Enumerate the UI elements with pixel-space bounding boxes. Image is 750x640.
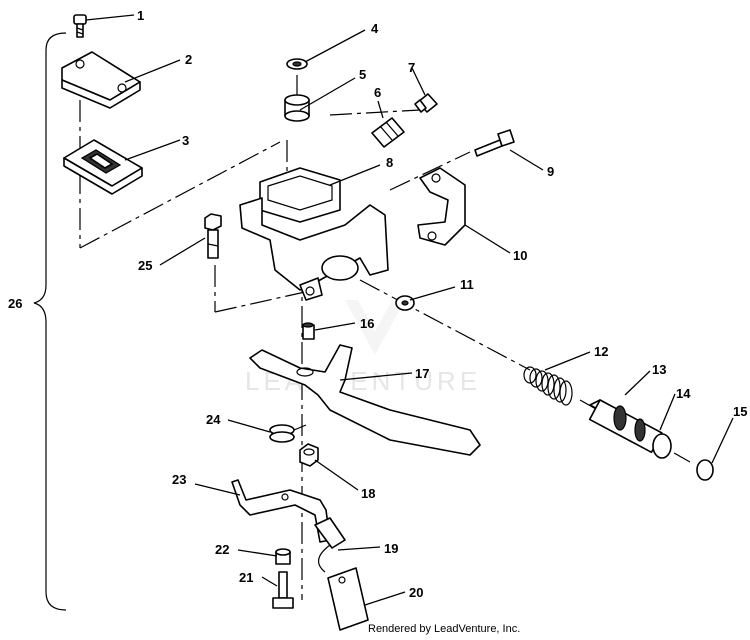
callout-7: 7 (408, 60, 415, 75)
callout-10: 10 (513, 248, 527, 263)
part-21-screw (272, 571, 294, 609)
callout-8: 8 (386, 155, 393, 170)
part-5-bushing (284, 94, 310, 122)
part-19-brake-switch (314, 517, 346, 573)
callout-13: 13 (652, 362, 666, 377)
part-24-spring (269, 424, 307, 443)
footer-credit: Rendered by LeadVenture, Inc. (368, 623, 521, 635)
callout-22: 22 (215, 542, 229, 557)
part-7-cap (414, 93, 438, 113)
callout-1: 1 (137, 8, 144, 23)
part-17-brake-lever (249, 344, 481, 456)
callout-20: 20 (409, 585, 423, 600)
callout-14: 14 (676, 386, 691, 401)
watermark-logo (345, 300, 405, 355)
part-6-fitting (371, 117, 405, 148)
part-12-spring (523, 366, 573, 406)
callout-26: 26 (8, 296, 22, 311)
callout-12: 12 (594, 344, 608, 359)
part-22-bushing (275, 548, 291, 565)
callout-21: 21 (239, 570, 253, 585)
callout-2: 2 (185, 52, 192, 67)
part-25-bolt (204, 213, 222, 259)
callout-15: 15 (733, 404, 747, 419)
part-11-washer (395, 295, 415, 311)
part-10-clamp (417, 167, 466, 246)
callout-3: 3 (182, 133, 189, 148)
callout-6: 6 (374, 85, 381, 100)
part-14-piston (588, 399, 672, 459)
part-23-switch-bracket (231, 479, 331, 543)
callout-25: 25 (138, 258, 152, 273)
part-4-washer (286, 58, 308, 70)
part-1-screw (73, 14, 87, 38)
part-9-bolt (474, 129, 515, 157)
part-20-tag (327, 567, 369, 631)
callout-23: 23 (172, 472, 186, 487)
callout-16: 16 (360, 316, 374, 331)
part-18-nut (299, 443, 319, 467)
callout-19: 19 (384, 541, 398, 556)
callout-24: 24 (206, 412, 221, 427)
callout-17: 17 (415, 366, 429, 381)
part-8-master-cylinder (239, 167, 389, 301)
assembly-lines (79, 75, 691, 600)
part-2-reservoir-cover (61, 51, 141, 109)
callout-11: 11 (460, 277, 474, 292)
part-16-pin (302, 322, 315, 340)
part-15-clip (696, 459, 714, 481)
leader-lines (85, 14, 734, 606)
assembly-bracket (33, 32, 67, 611)
callout-5: 5 (359, 67, 366, 82)
part-3-diaphragm (63, 139, 143, 195)
callout-9: 9 (547, 164, 554, 179)
callout-18: 18 (361, 486, 375, 501)
callout-4: 4 (371, 21, 379, 36)
